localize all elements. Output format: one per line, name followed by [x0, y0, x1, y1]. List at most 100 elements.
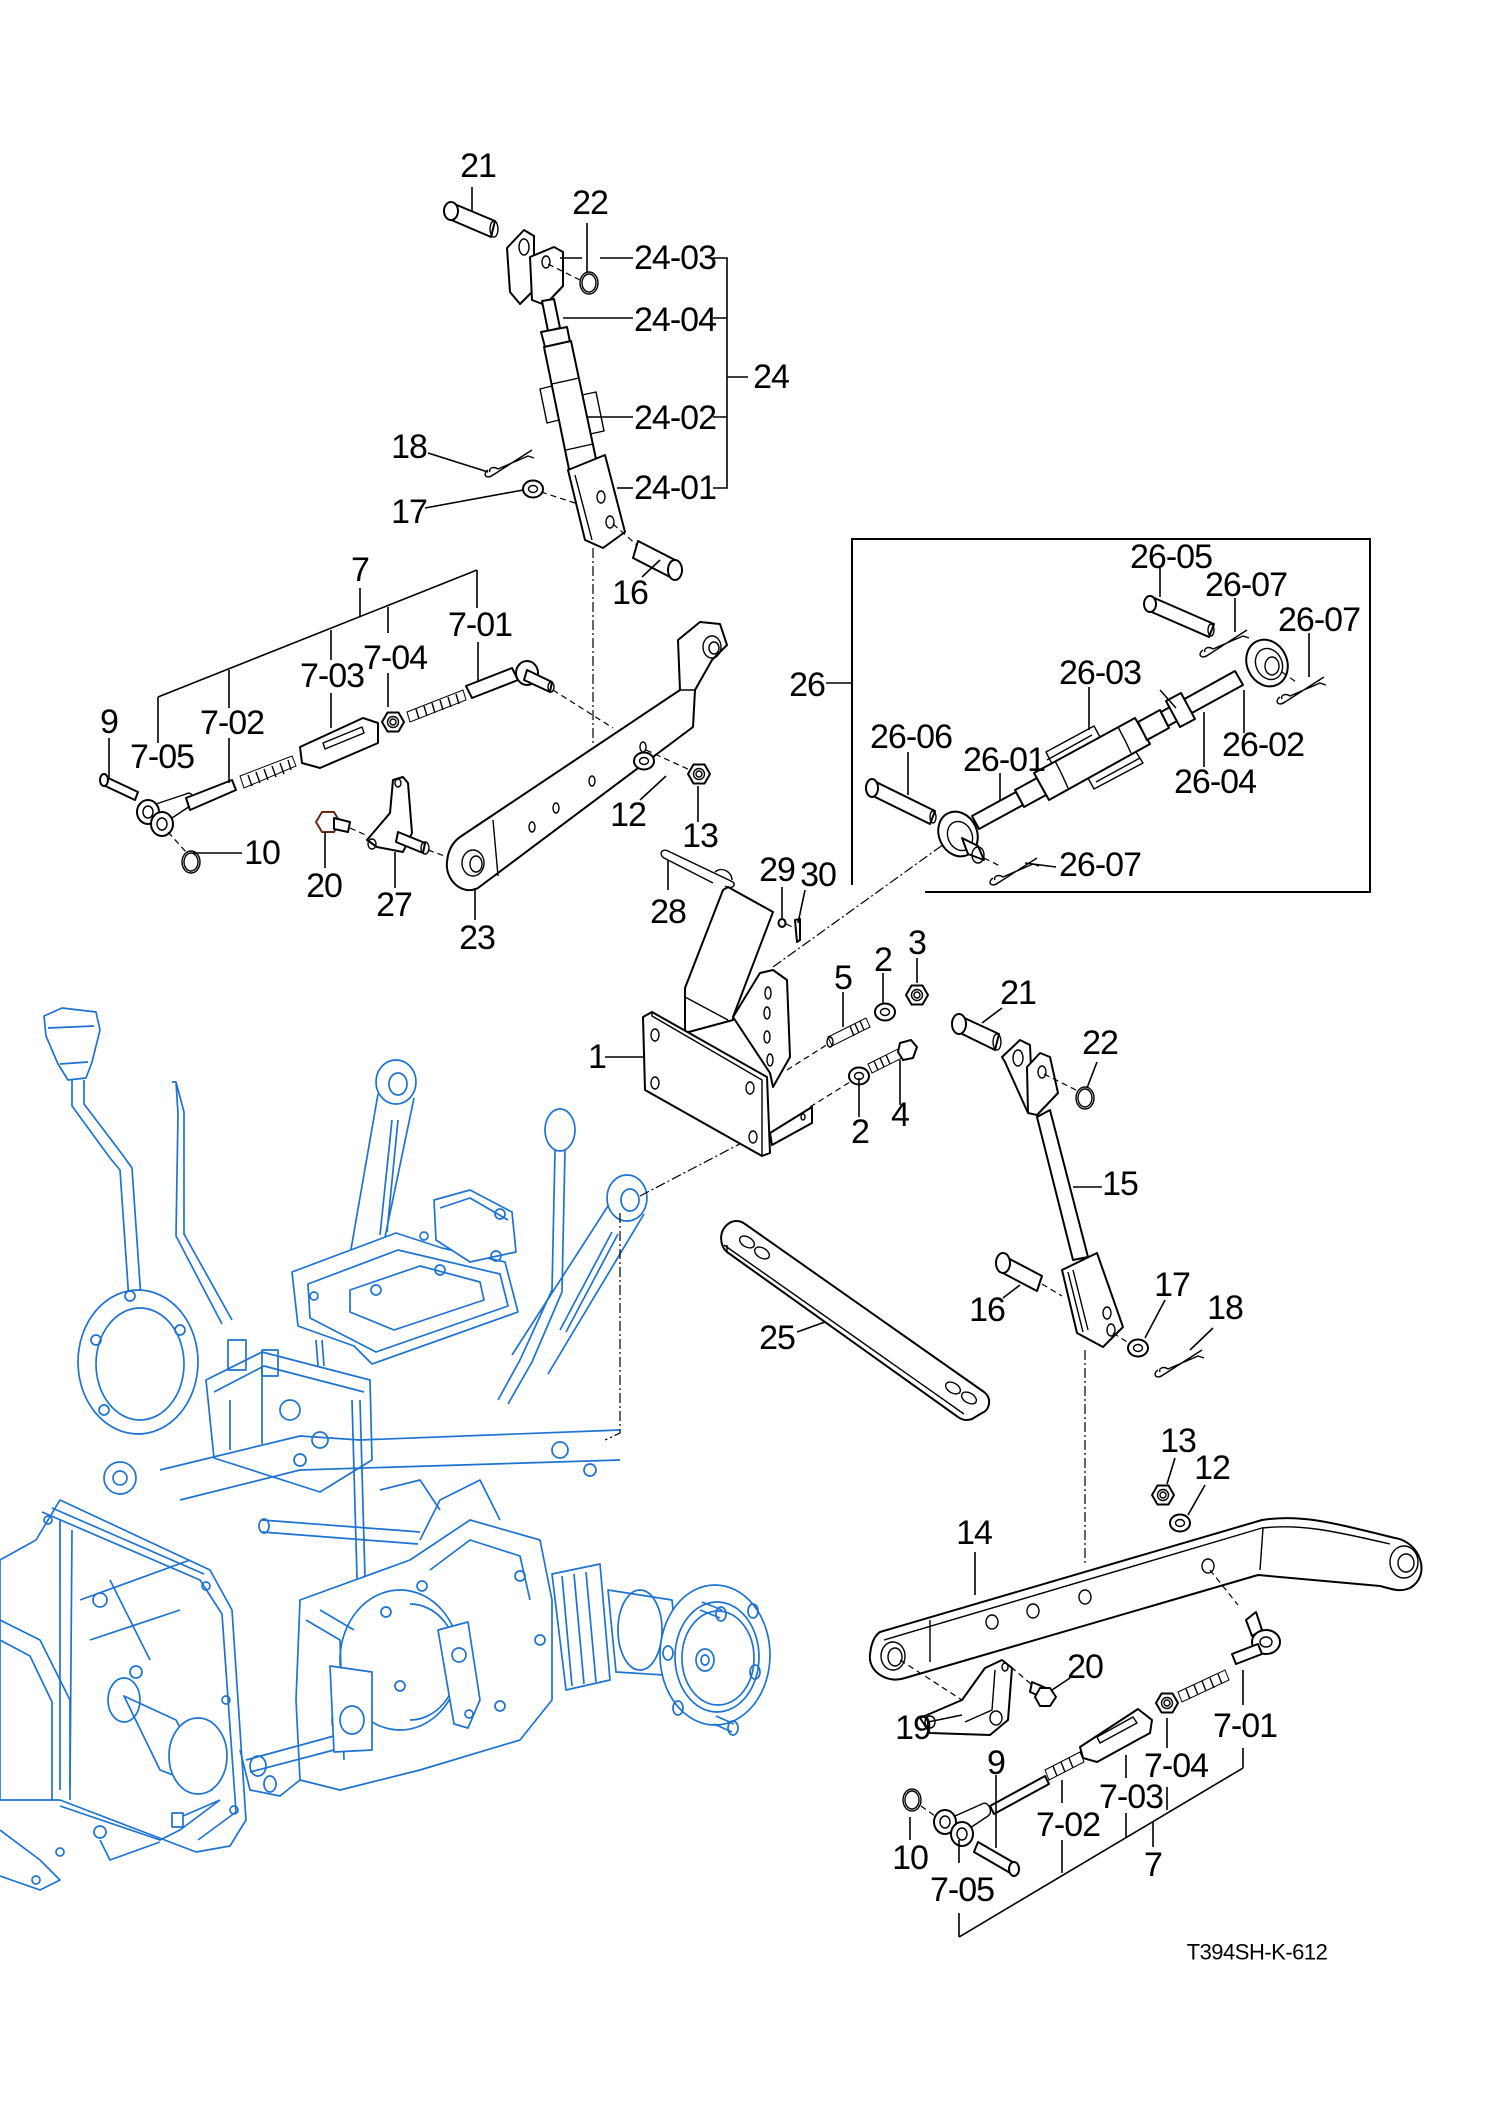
bolt-20-right: [1029, 1681, 1057, 1707]
callout-29: 29: [759, 851, 795, 889]
snap-ring-22: [579, 271, 599, 295]
callout-26-07-b: 26-07: [1278, 601, 1360, 639]
snap-ring-22-right: [1075, 1086, 1095, 1110]
callout-22-right: 22: [1082, 1024, 1118, 1062]
guide-line: [547, 263, 581, 281]
guide-line: [1043, 1073, 1081, 1093]
callout-30: 30: [800, 856, 836, 894]
callout-26-01: 26-01: [963, 741, 1045, 779]
washer-17: [522, 479, 544, 499]
valve-block: [103, 1339, 373, 1495]
nut-3: [905, 984, 929, 1006]
callout-24-01: 24-01: [634, 469, 716, 507]
callout-20: 20: [306, 867, 342, 905]
callout-10-right: 10: [892, 1839, 928, 1877]
callout-7-01-right: 7-01: [1213, 1707, 1277, 1745]
lock-nut-26-04: [1165, 692, 1196, 728]
drawing-code: T394SH-K-612: [1187, 1940, 1328, 1965]
draft-lever-bar: [172, 1081, 233, 1325]
callout-28: 28: [650, 893, 686, 931]
callout-7-04: 7-04: [363, 639, 427, 677]
callout-1: 1: [588, 1038, 606, 1076]
left-axle-flange: [77, 1289, 199, 1435]
yoke-15-bottom: [1061, 1252, 1124, 1348]
pin-26-05: [1143, 595, 1215, 638]
guide-line: [1010, 1666, 1032, 1685]
callout-7-05: 7-05: [130, 738, 194, 776]
callout-27: 27: [376, 886, 412, 924]
snap-ring-10-right: [902, 1788, 922, 1812]
callout-18-right: 18: [1207, 1289, 1243, 1327]
callout-18: 18: [391, 428, 427, 466]
guide-line: [552, 689, 614, 729]
washer-2-top: [874, 1002, 896, 1022]
callout-20-right: 20: [1067, 1648, 1103, 1686]
guide-line: [167, 831, 187, 853]
callout-9-right: 9: [987, 1744, 1005, 1782]
plate-27: [366, 776, 430, 855]
top-link-assembly-24: 21 22 24-03 24-04 24 24-02 18 24-01 17 1…: [391, 147, 790, 612]
callout-23: 23: [459, 919, 495, 957]
yoke-24-01: [567, 454, 626, 549]
plate-19: [919, 1659, 1013, 1736]
left-lift-arm: [349, 1059, 417, 1256]
guide-line: [645, 749, 691, 771]
lever-28: [660, 849, 735, 889]
pin-9-right: [973, 1841, 1020, 1877]
callout-12: 12: [610, 796, 646, 834]
stud-5: [826, 1017, 871, 1048]
rod-26-01: [971, 777, 1047, 830]
position-control-lever: [43, 1007, 151, 1433]
callout-24: 24: [753, 358, 789, 396]
callout-24-04: 24-04: [634, 301, 716, 339]
rod-7-01-right: [1177, 1611, 1281, 1703]
callout-24-02: 24-02: [634, 399, 716, 437]
callout-7-02-right: 7-02: [1036, 1806, 1100, 1844]
pin-26-06: [865, 778, 937, 825]
nut-7-04: [381, 711, 405, 733]
callout-10: 10: [244, 834, 280, 872]
top-link-assembly-26: 26 26-05 26-07 26-07 26-03 26-06 26-01 2…: [789, 538, 1371, 893]
guide-line: [612, 523, 639, 547]
washer-29: [777, 918, 787, 928]
guide-line: [785, 923, 796, 929]
callout-22: 22: [572, 184, 608, 222]
rod-7-01: [406, 660, 555, 723]
bolt-20: [314, 811, 351, 833]
callout-5: 5: [834, 959, 852, 997]
callout-17-right: 17: [1154, 1266, 1190, 1304]
guide-line: [786, 1043, 829, 1071]
callout-16: 16: [612, 574, 648, 612]
guide-line: [920, 1805, 936, 1817]
guide-line: [540, 491, 576, 504]
ball-end-left: [937, 810, 985, 864]
callout-7-right: 7: [1144, 1846, 1162, 1884]
lower-link-14: 13 12 14 20: [868, 1422, 1423, 1707]
callout-26-06: 26-06: [870, 718, 952, 756]
yoke-24-03: [506, 229, 564, 306]
nut-13-right: [1151, 1484, 1175, 1506]
yoke-15-top: [1001, 1039, 1059, 1116]
bracket-24: [713, 257, 748, 489]
callout-19: 19: [895, 1709, 931, 1747]
callout-7-01: 7-01: [448, 606, 512, 644]
pin-16-right: [995, 1252, 1043, 1292]
check-chain-assembly-7-left: 7 7-01 7-04 7-03 7-02 9 7-05 10 20 27: [99, 551, 614, 924]
turnbuckle-7-03-right: [1079, 1708, 1153, 1763]
pin-9: [99, 773, 139, 801]
callout-15: 15: [1102, 1165, 1138, 1203]
callout-7-04-right: 7-04: [1144, 1747, 1208, 1785]
rod-15: [1036, 1109, 1089, 1261]
callout-7-03-right: 7-03: [1099, 1778, 1163, 1816]
guide-line: [1281, 671, 1297, 683]
callout-7-05-right: 7-05: [930, 1871, 994, 1909]
guide-line: [349, 827, 369, 837]
nut-13: [687, 763, 711, 785]
callout-21-right: 21: [1000, 974, 1036, 1012]
top-link-bracket-assembly-1: 28 29 30 5 2 3 1 2 4: [588, 849, 929, 1157]
r-clip-26-07-c: [989, 857, 1040, 886]
hydraulic-cover: [291, 1189, 519, 1365]
washer-17-right: [1127, 1338, 1149, 1358]
bracket-1: [642, 886, 813, 1157]
